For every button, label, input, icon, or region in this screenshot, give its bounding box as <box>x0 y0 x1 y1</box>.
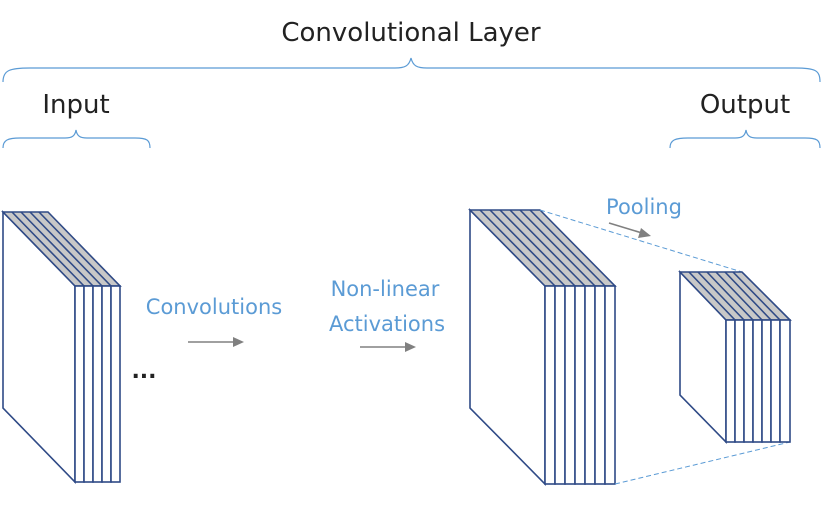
pooled-feature-map-stack <box>678 270 792 444</box>
layer-brace <box>2 57 821 83</box>
output-brace <box>669 129 821 149</box>
nonlinear-label-line1: Non-linear <box>331 277 440 301</box>
pooling-projection-lines <box>539 209 791 485</box>
diagram-title: Convolutional Layer <box>281 18 541 48</box>
activation-feature-map-stack <box>468 208 617 486</box>
pooling-arrow <box>608 222 651 238</box>
convolutions-arrow <box>188 337 244 347</box>
input-feature-map-stack <box>1 210 122 484</box>
pooling-label: Pooling <box>606 195 682 219</box>
output-label: Output <box>700 90 790 120</box>
ellipsis: ... <box>131 359 156 384</box>
nonlinear-label-line2: Activations <box>329 312 445 336</box>
input-label: Input <box>42 90 109 120</box>
input-brace <box>2 129 151 149</box>
activations-arrow <box>360 342 416 352</box>
convolutions-label: Convolutions <box>146 295 282 319</box>
